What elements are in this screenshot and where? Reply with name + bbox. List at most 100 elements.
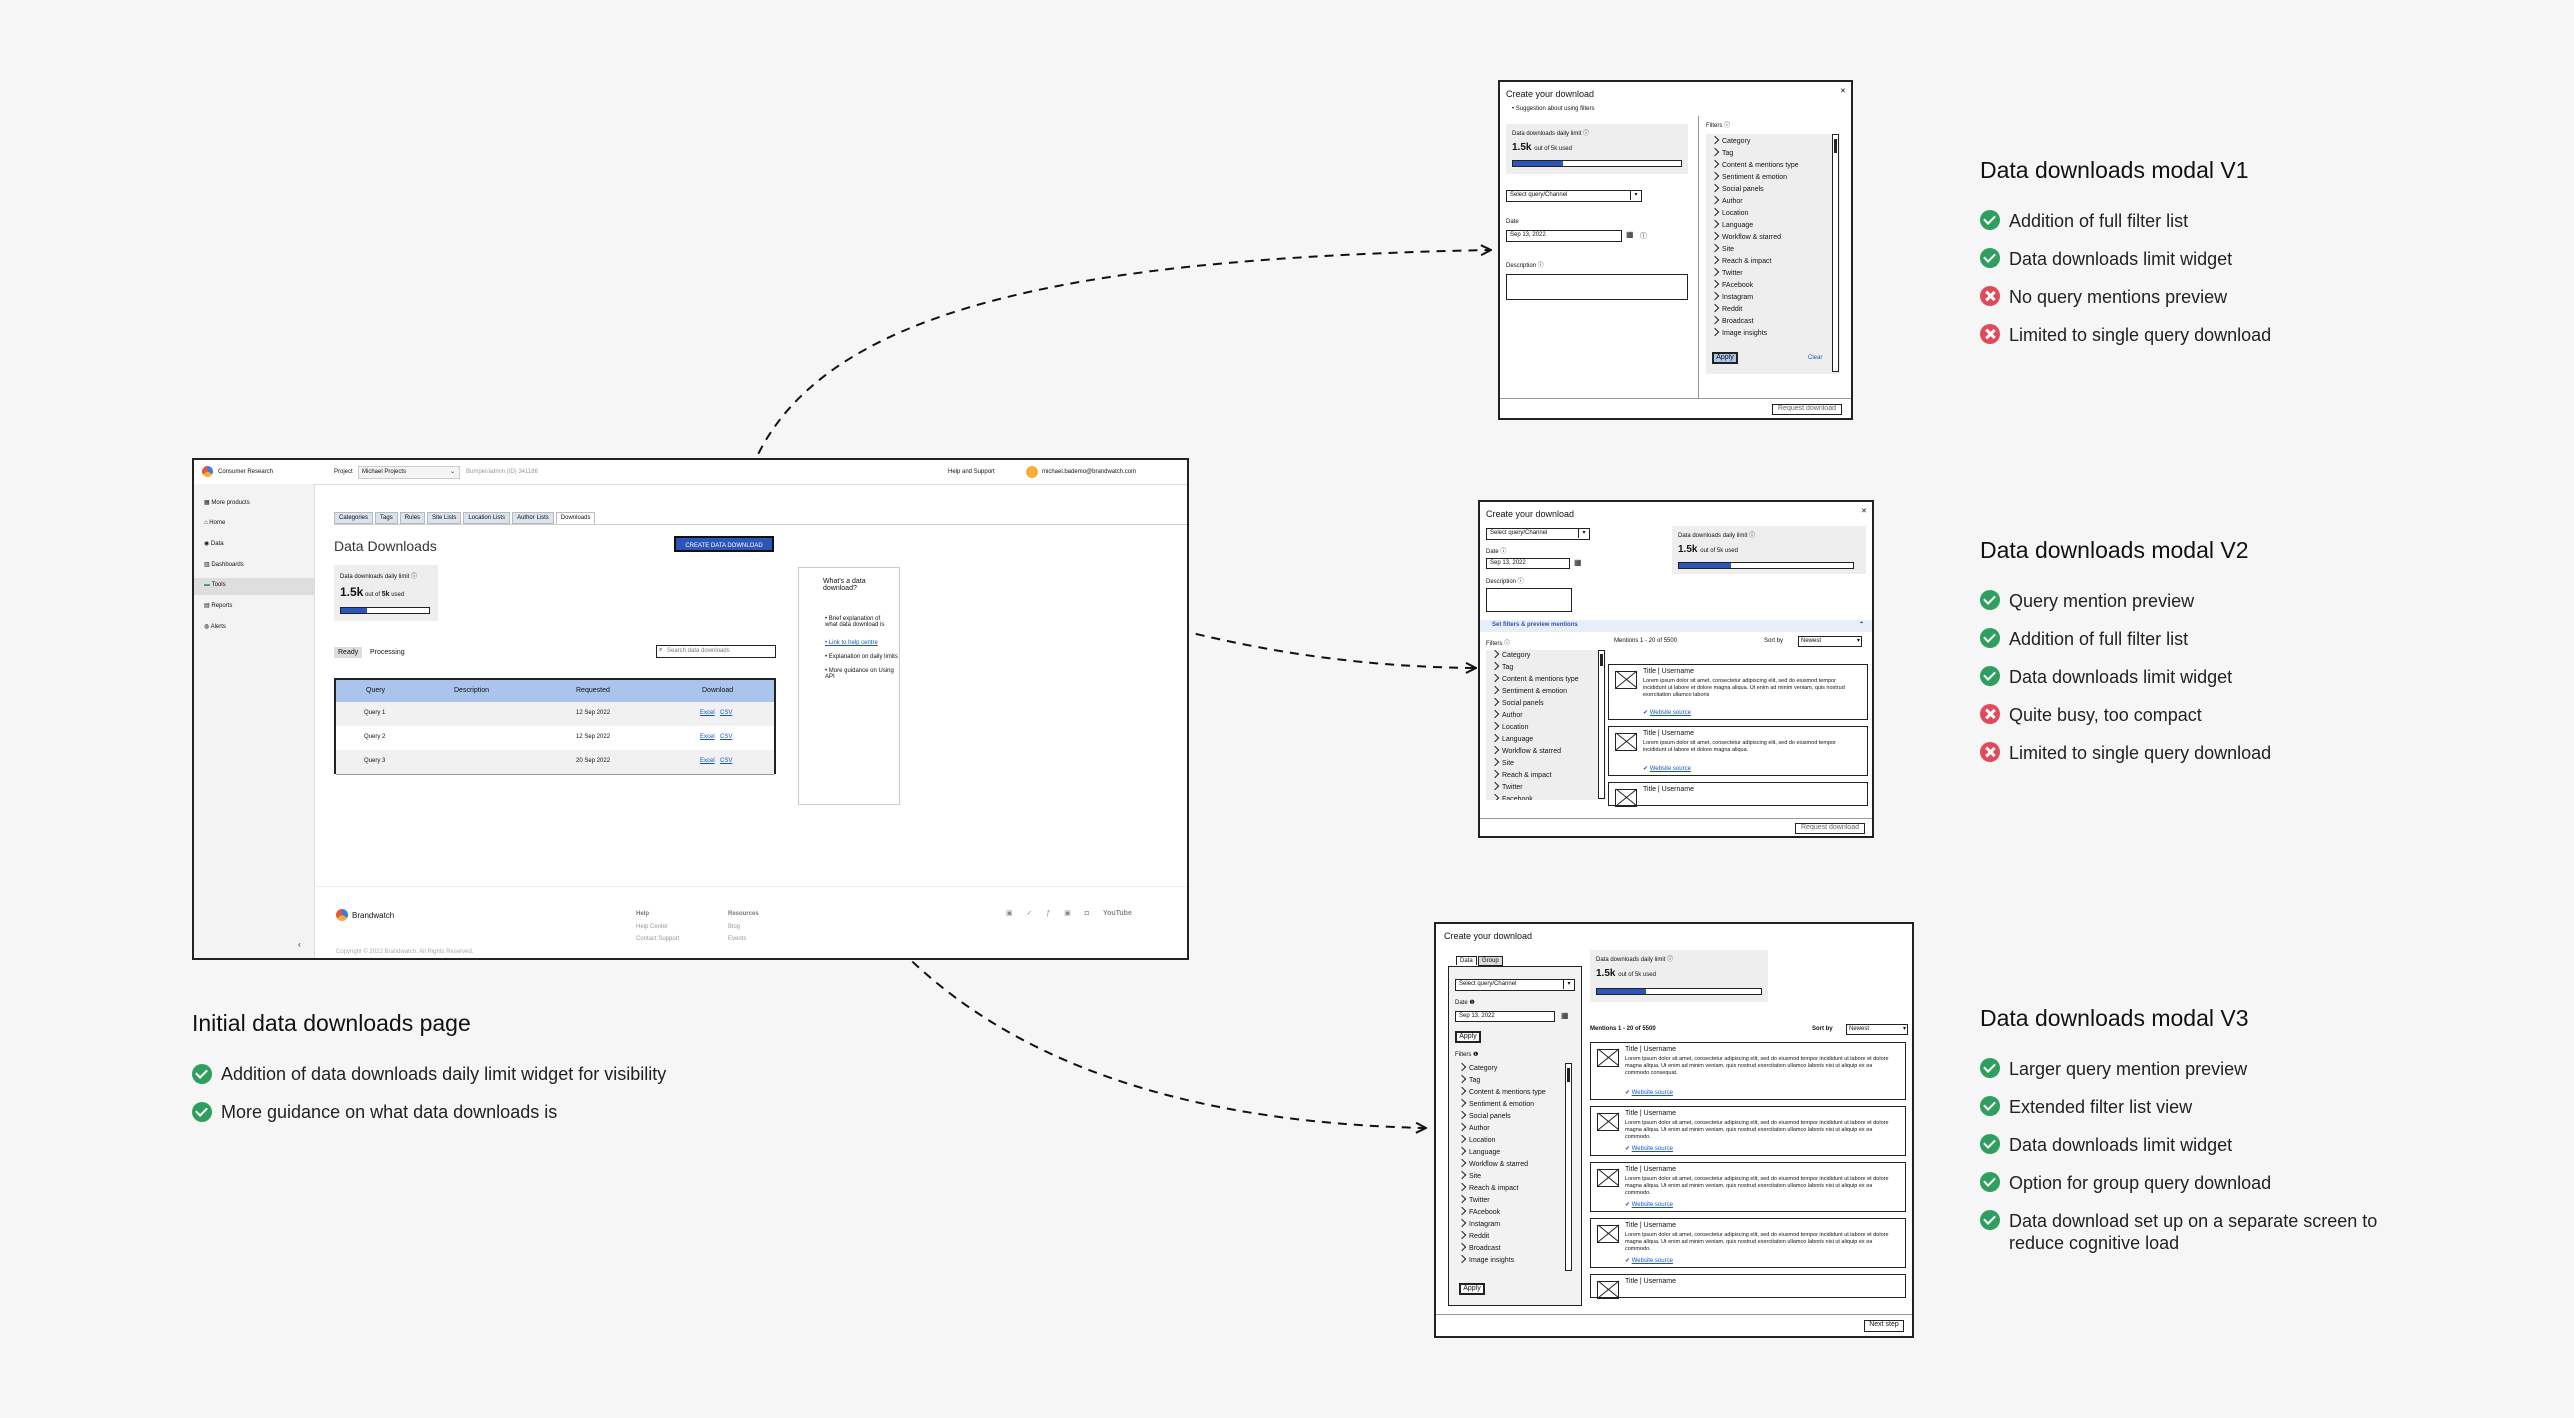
filter-item[interactable]: Category <box>1490 650 1530 662</box>
description-input[interactable] <box>1506 274 1688 300</box>
filter-item[interactable]: Twitter <box>1710 267 1743 280</box>
help-link[interactable]: Help and Support <box>948 469 995 475</box>
source-link[interactable]: ✔ Website source <box>1643 710 1691 716</box>
scrollbar[interactable] <box>1832 134 1839 372</box>
filter-item[interactable]: Instagram <box>1457 1218 1500 1231</box>
collapse-icon[interactable]: ‹ <box>298 940 301 949</box>
request-download-button[interactable]: Request download <box>1795 823 1865 834</box>
tab-tags[interactable]: Tags <box>375 512 398 524</box>
footer-link[interactable]: Blog <box>728 924 741 930</box>
tab-author-lists[interactable]: Author Lists <box>512 512 554 524</box>
filter-item[interactable]: Twitter <box>1457 1194 1490 1207</box>
close-icon[interactable]: ✕ <box>1861 508 1867 515</box>
sidebar-item-home[interactable]: ⌂ Home <box>204 520 226 526</box>
filter-item[interactable]: FAcebook <box>1710 279 1753 292</box>
source-link[interactable]: ✔ Website source <box>1625 1202 1673 1208</box>
filter-item[interactable]: Social panels <box>1710 183 1764 196</box>
date-input[interactable]: Sep 13, 2022 <box>1486 558 1570 569</box>
sort-select[interactable]: Newest▾ <box>1798 636 1862 647</box>
filter-item[interactable]: Sentiment & emotion <box>1710 171 1787 184</box>
filter-item[interactable]: Social panels <box>1457 1110 1511 1123</box>
user-email[interactable]: michael.bademo@brandwatch.com <box>1042 469 1137 475</box>
source-link[interactable]: ✔ Website source <box>1625 1258 1673 1264</box>
sort-select[interactable]: Newest▾ <box>1846 1024 1908 1035</box>
filter-item[interactable]: Reddit <box>1710 303 1742 316</box>
filter-item[interactable]: Workflow & starred <box>1710 231 1781 244</box>
filter-item[interactable]: Category <box>1457 1063 1497 1075</box>
filter-item[interactable]: Author <box>1457 1122 1490 1135</box>
filter-item[interactable]: Social panels <box>1490 697 1544 710</box>
description-input[interactable] <box>1486 588 1572 612</box>
sidebar-item-reports[interactable]: ▤ Reports <box>204 603 233 609</box>
filter-item[interactable]: Site <box>1490 757 1514 770</box>
filter-item[interactable]: Facebook <box>1490 793 1533 800</box>
sidebar-item-tools[interactable]: ▬ Tools <box>194 578 314 595</box>
tab-site-lists[interactable]: Site Lists <box>427 512 462 524</box>
filter-item[interactable]: Location <box>1490 721 1528 734</box>
filter-item[interactable]: Image insights <box>1457 1254 1514 1267</box>
csv-link[interactable]: CSV <box>720 710 733 716</box>
calendar-icon[interactable]: ▦ <box>1574 558 1582 567</box>
filter-item[interactable]: Site <box>1710 243 1734 256</box>
filter-item[interactable]: Twitter <box>1490 781 1523 794</box>
excel-link[interactable]: Excel <box>700 734 715 740</box>
filter-item[interactable]: Language <box>1490 733 1533 746</box>
query-select[interactable]: Select query/Channel▾ <box>1455 979 1575 991</box>
csv-link[interactable]: CSV <box>720 734 733 740</box>
filter-item[interactable]: Sentiment & emotion <box>1457 1098 1534 1111</box>
social-icons[interactable]: ▣ ✓ ƒ ▣ ◘ YouTube <box>1006 910 1132 917</box>
project-select[interactable]: Michael Projects ⌄ <box>358 466 460 479</box>
excel-link[interactable]: Excel <box>700 758 715 764</box>
scrollbar[interactable] <box>1598 650 1605 799</box>
filter-item[interactable]: Category <box>1710 135 1750 148</box>
filter-item[interactable]: Tag <box>1490 661 1513 674</box>
source-link[interactable]: ✔ Website source <box>1625 1090 1673 1096</box>
tab-downloads[interactable]: Downloads <box>555 512 596 524</box>
subtab-ready[interactable]: Ready <box>334 647 363 658</box>
calendar-icon[interactable]: ▦ <box>1626 230 1634 239</box>
apply-button[interactable]: Apply <box>1459 1283 1485 1295</box>
filter-item[interactable]: Location <box>1710 207 1748 220</box>
filter-item[interactable]: Tag <box>1710 147 1733 160</box>
filter-item[interactable]: Language <box>1710 219 1753 232</box>
filter-item[interactable]: Sentiment & emotion <box>1490 685 1567 698</box>
tab-location-lists[interactable]: Location Lists <box>463 512 511 524</box>
tab-group[interactable]: Group <box>1478 956 1503 966</box>
clear-link[interactable]: Clear <box>1808 355 1823 361</box>
filter-item[interactable]: Content & mentions type <box>1457 1086 1546 1099</box>
mention-card[interactable]: Title | Username <box>1590 1274 1906 1299</box>
date-input[interactable]: Sep 13, 2022 <box>1506 230 1622 242</box>
filter-item[interactable]: Image insights <box>1710 327 1767 340</box>
filter-item[interactable]: Reach & impact <box>1710 255 1771 268</box>
filter-item[interactable]: Content & mentions type <box>1490 673 1579 686</box>
scrollbar[interactable] <box>1565 1063 1572 1271</box>
filter-item[interactable]: FAcebook <box>1457 1206 1500 1219</box>
footer-link[interactable]: Contact Support <box>636 936 680 942</box>
subtab-processing[interactable]: Processing <box>370 649 405 656</box>
apply-button[interactable]: Apply <box>1712 352 1738 364</box>
sidebar-item-alerts[interactable]: ◍ Alerts <box>204 624 226 630</box>
filter-item[interactable]: Content & mentions type <box>1710 159 1799 172</box>
tab-categories[interactable]: Categories <box>334 512 374 524</box>
filter-item[interactable]: Reach & impact <box>1457 1182 1518 1195</box>
footer-link[interactable]: Events <box>728 936 747 942</box>
csv-link[interactable]: CSV <box>720 758 733 764</box>
tab-rules[interactable]: Rules <box>399 512 426 524</box>
apply-button[interactable]: Apply <box>1455 1031 1481 1043</box>
next-step-button[interactable]: Next step <box>1864 1320 1904 1332</box>
avatar[interactable] <box>1026 466 1038 478</box>
filter-item[interactable]: Reddit <box>1457 1230 1489 1243</box>
filter-item[interactable]: Workflow & starred <box>1490 745 1561 758</box>
footer-link[interactable]: Help Center <box>636 924 669 930</box>
filter-item[interactable]: Location <box>1457 1134 1495 1147</box>
filter-item[interactable]: Instagram <box>1710 291 1753 304</box>
query-select[interactable]: Select query/Channel▾ <box>1486 528 1590 540</box>
filter-item[interactable]: Author <box>1710 195 1743 208</box>
help-centre-link[interactable]: • Link to help centre <box>825 640 878 646</box>
filter-item[interactable]: Language <box>1457 1146 1500 1159</box>
